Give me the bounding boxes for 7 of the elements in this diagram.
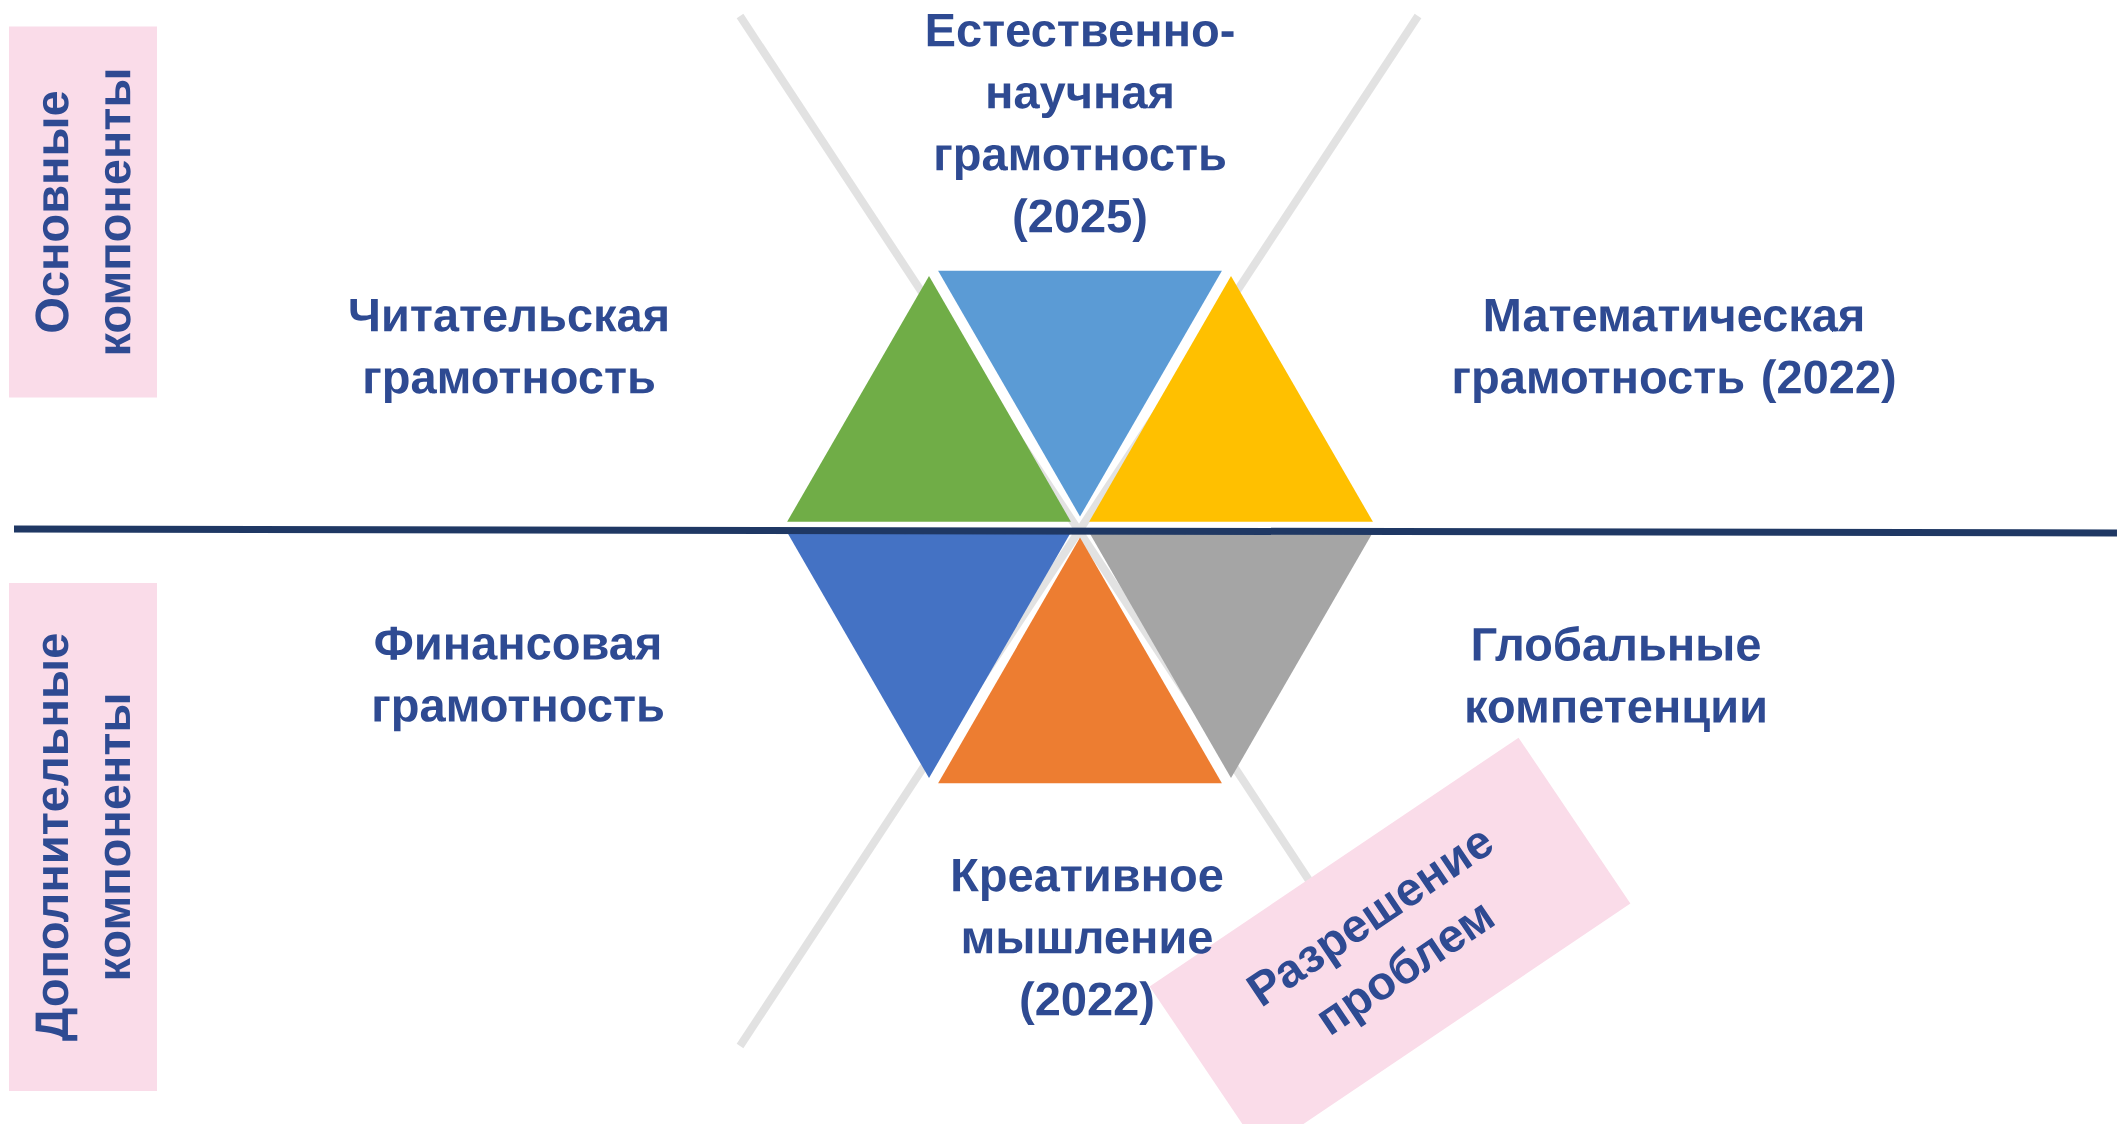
label-box: Дополнительные компоненты <box>9 583 157 1091</box>
category-label: Естественно-научная грамотность (2025) <box>927 13 1234 243</box>
category-label: Читательская грамотность <box>350 298 667 404</box>
category-label: Финансовая грамотность <box>374 626 663 732</box>
category-label: Математическая грамотность (2022) <box>1454 298 1895 404</box>
label-box: Основные компоненты <box>9 26 157 398</box>
category-label: Глобальные компетенции <box>1467 626 1765 732</box>
